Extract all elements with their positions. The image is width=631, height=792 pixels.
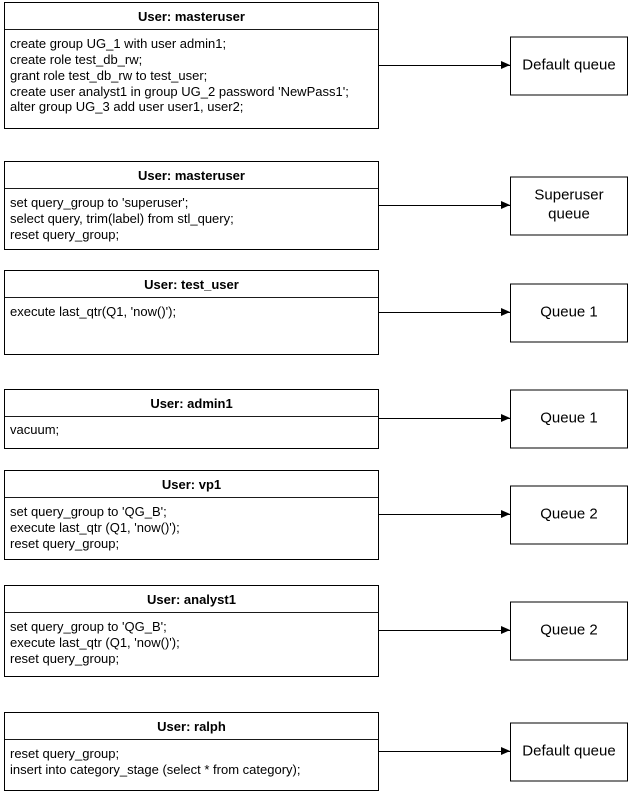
queue-box: Superuser queue (510, 176, 628, 235)
sql-statements: set query_group to 'QG_B'; execute last_… (5, 498, 378, 558)
queue-box: Queue 2 (510, 485, 628, 545)
user-box-title: User: masteruser (5, 162, 378, 189)
sql-statement: execute last_qtr(Q1, 'now()'); (10, 304, 177, 319)
sql-statement: execute last_qtr (Q1, 'now()'); (10, 519, 180, 535)
sql-statement: select query, trim(label) from stl_query… (10, 210, 234, 226)
flow-arrow (379, 746, 510, 755)
user-box-title: User: admin1 (5, 390, 378, 417)
sql-statement: vacuum; (10, 422, 60, 437)
sql-statement: create user analyst1 in group UG_2 passw… (10, 83, 349, 99)
queue-box: Queue 1 (510, 283, 628, 342)
sql-statements: set query_group to 'superuser'; select q… (5, 189, 378, 249)
arrowhead-icon (501, 307, 510, 316)
sql-statement: alter group UG_3 add user user1, user2; (10, 99, 244, 115)
sql-statement: create role test_db_rw; (10, 51, 143, 67)
user-box-title: User: test_user (5, 271, 378, 298)
sql-statement: reset query_group; (10, 650, 120, 666)
flow-arrow (379, 200, 510, 209)
flow-arrow (379, 307, 510, 316)
arrowhead-icon (501, 746, 510, 755)
flow-arrow (379, 626, 510, 634)
arrowhead-icon (501, 626, 510, 634)
flow-row-3: User: test_user execute last_qtr(Q1, 'no… (0, 270, 631, 355)
user-query-box: User: masteruser set query_group to 'sup… (4, 161, 379, 250)
user-query-box: User: ralph reset query_group; insert in… (4, 712, 379, 791)
arrowhead-icon (501, 510, 510, 518)
sql-statements: set query_group to 'QG_B'; execute last_… (5, 613, 378, 673)
sql-statements: execute last_qtr(Q1, 'now()'); (5, 298, 378, 326)
flow-row-5: User: vp1 set query_group to 'QG_B'; exe… (0, 470, 631, 560)
sql-statement: create group UG_1 with user admin1; (10, 36, 227, 51)
flow-row-4: User: admin1 vacuum; Queue 1 (0, 389, 631, 449)
arrowhead-icon (501, 60, 510, 69)
user-box-title: User: vp1 (5, 471, 378, 498)
user-query-box: User: analyst1 set query_group to 'QG_B'… (4, 585, 379, 677)
queue-box: Default queue (510, 722, 628, 781)
sql-statement: execute last_qtr (Q1, 'now()'); (10, 634, 180, 650)
sql-statement: set query_group to 'superuser'; (10, 195, 189, 210)
queue-box: Default queue (510, 36, 628, 95)
arrowhead-icon (501, 200, 510, 209)
sql-statement: insert into category_stage (select * fro… (10, 761, 301, 777)
flow-row-7: User: ralph reset query_group; insert in… (0, 712, 631, 791)
flow-arrow (379, 510, 510, 518)
user-query-box: User: test_user execute last_qtr(Q1, 'no… (4, 270, 379, 355)
flow-arrow (379, 414, 510, 422)
user-box-title: User: analyst1 (5, 586, 378, 613)
user-box-title: User: ralph (5, 713, 378, 740)
sql-statements: create group UG_1 with user admin1; crea… (5, 30, 378, 121)
queue-box: Queue 2 (510, 601, 628, 661)
sql-statements: vacuum; (5, 417, 378, 444)
arrowhead-icon (501, 414, 510, 422)
flow-arrow (379, 60, 510, 69)
user-query-box: User: vp1 set query_group to 'QG_B'; exe… (4, 470, 379, 560)
flow-row-2: User: masteruser set query_group to 'sup… (0, 161, 631, 250)
sql-statement: reset query_group; (10, 535, 120, 551)
sql-statement: set query_group to 'QG_B'; (10, 504, 167, 519)
user-query-box: User: masteruser create group UG_1 with … (4, 2, 379, 129)
sql-statement: reset query_group; (10, 746, 120, 761)
queue-box: Queue 1 (510, 389, 628, 449)
sql-statements: reset query_group; insert into category_… (5, 740, 378, 784)
flow-row-6: User: analyst1 set query_group to 'QG_B'… (0, 585, 631, 677)
sql-statement: grant role test_db_rw to test_user; (10, 67, 208, 83)
user-query-box: User: admin1 vacuum; (4, 389, 379, 449)
user-box-title: User: masteruser (5, 3, 378, 30)
sql-statement: set query_group to 'QG_B'; (10, 619, 167, 634)
flow-row-1: User: masteruser create group UG_1 with … (0, 2, 631, 129)
sql-statement: reset query_group; (10, 226, 120, 242)
